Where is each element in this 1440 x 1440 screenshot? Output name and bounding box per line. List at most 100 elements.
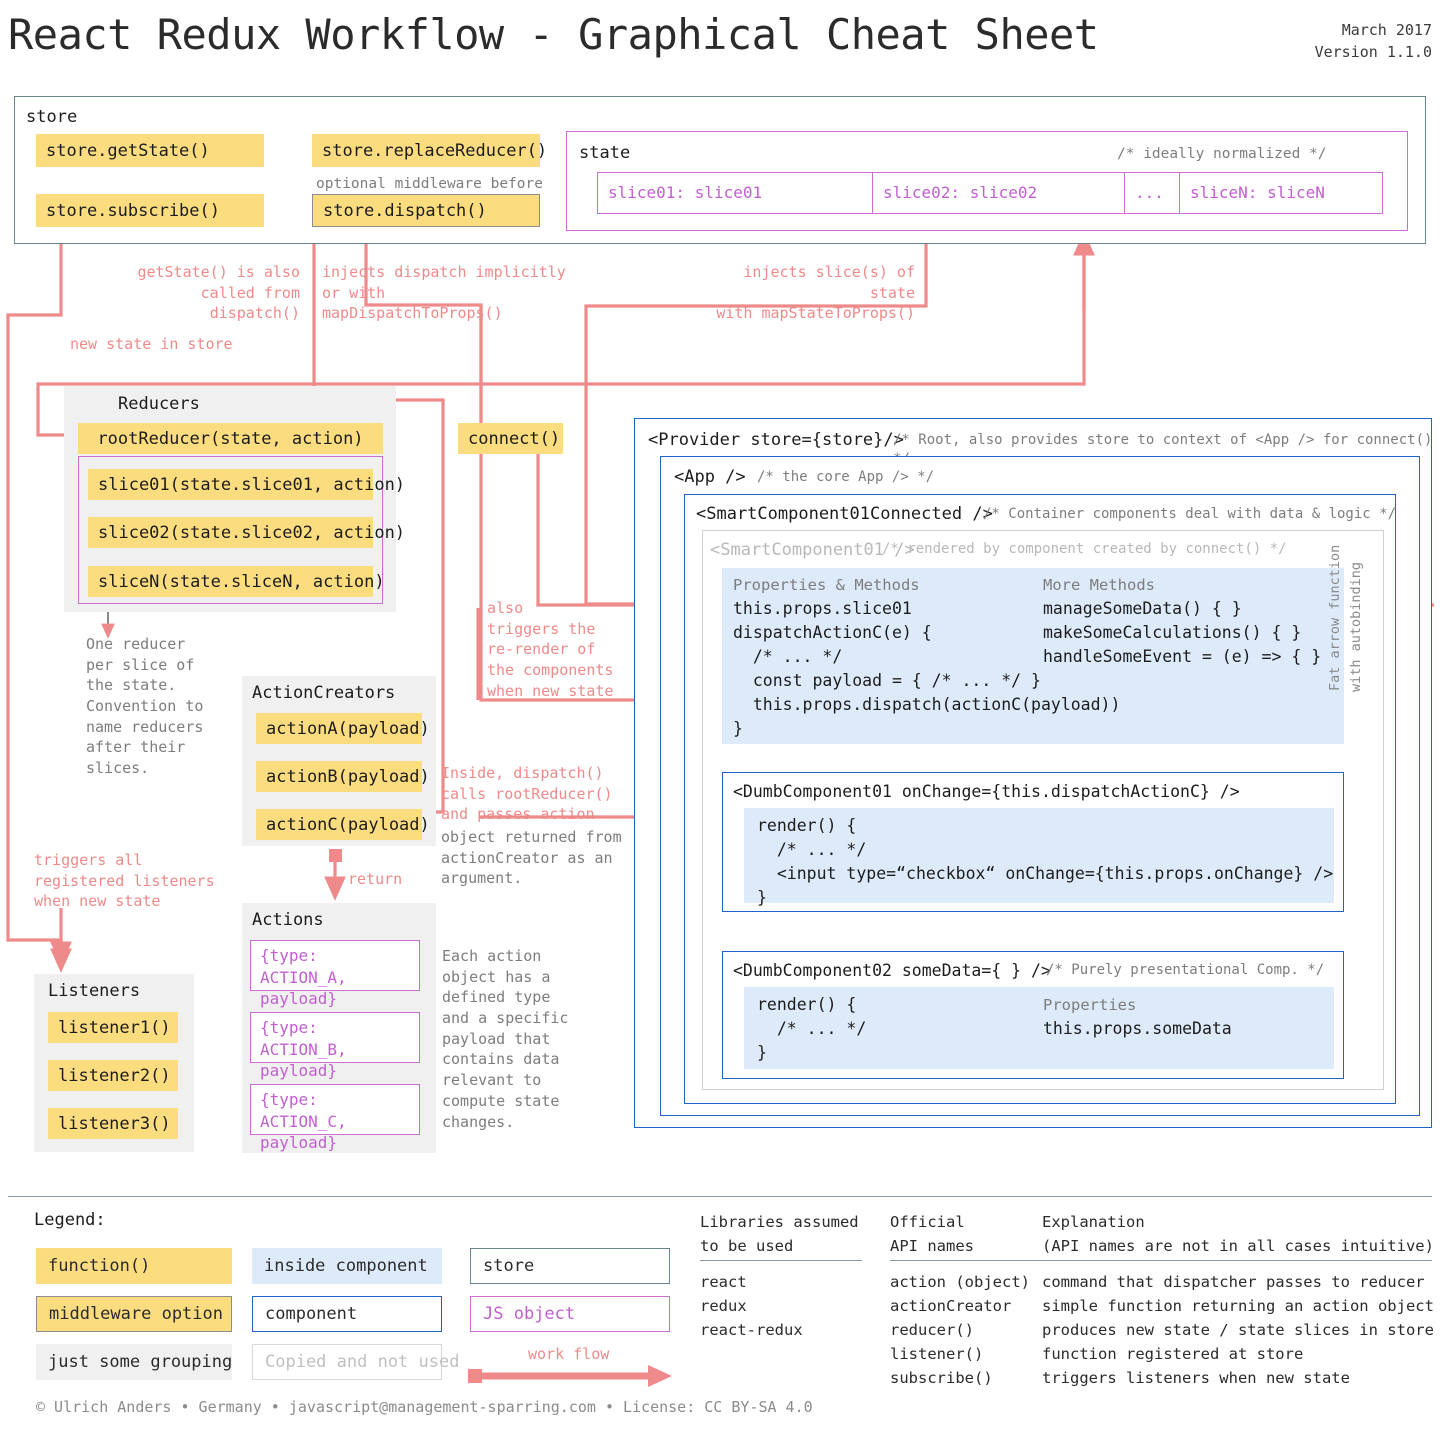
legend-library-2: react-redux <box>700 1321 803 1339</box>
properties-line-2: /* ... */ <box>733 647 843 666</box>
note-new-state-in-store: new state in store <box>70 335 233 353</box>
action-creator-1[interactable]: actionB(payload) <box>256 761 430 792</box>
smart-component-comment: /* rendered by component created by conn… <box>882 541 1287 557</box>
legend-work-flow-arrow <box>468 1365 672 1387</box>
legend-function-box: function() <box>36 1248 232 1284</box>
dumb-02-properties-heading: Properties <box>1043 996 1137 1014</box>
label-return: return <box>348 870 403 888</box>
document-meta: March 2017 Version 1.1.0 <box>1315 20 1432 64</box>
state-slice-0: slice01: slice01 <box>598 173 873 213</box>
provider-tag: <Provider store={store}/> <box>648 430 904 450</box>
slice-reducer-2[interactable]: sliceN(state.sliceN, action) <box>88 566 385 597</box>
legend-inside-component-box: inside component <box>252 1248 442 1284</box>
document-version: Version 1.1.0 <box>1314 42 1432 61</box>
dumb-02-line-1: /* ... */ <box>757 1019 867 1038</box>
state-slice-3: sliceN: sliceN <box>1190 183 1325 203</box>
legend-copied-box: Copied and not used <box>252 1344 459 1380</box>
legend-section: Legend: function() middleware option jus… <box>0 1200 1440 1400</box>
legend-work-flow-label: work flow <box>528 1345 610 1363</box>
state-object: state /* ideally normalized */ slice01: … <box>566 131 1408 231</box>
legend-api-desc-4: triggers listeners when new state <box>1042 1369 1350 1387</box>
slice-reducers-container <box>78 456 383 604</box>
more-methods-line-1: makeSomeCalculations() { } <box>1043 623 1302 642</box>
note-getstate-called: getState() is also called from dispatch(… <box>137 263 300 323</box>
legend-api-rule <box>890 1260 1432 1261</box>
note-inside-dispatch: Inside, dispatch() calls rootReducer() a… <box>441 764 613 824</box>
smart-connected-comment: /* Container components deal with data &… <box>983 506 1397 522</box>
state-slice-1: slice02: slice02 <box>873 173 1125 213</box>
legend-title: Legend: <box>34 1210 106 1230</box>
action-creator-0[interactable]: actionA(payload) <box>256 713 430 744</box>
state-slices-row: slice01: slice01 slice02: slice02 ... sl… <box>597 172 1383 214</box>
legend-middleware-box: middleware option <box>36 1296 232 1332</box>
page-title: React Redux Workflow - Graphical Cheat S… <box>8 10 1099 59</box>
dumb-01-line-2: <input type=“checkbox“ onChange={this.pr… <box>757 864 1334 883</box>
action-object-1: {type: ACTION_B, payload} <box>250 1012 420 1080</box>
smart-connected-tag: <SmartComponent01Connected /> <box>696 504 993 524</box>
note-injects-dispatch: injects dispatch implicitly or with mapD… <box>322 263 566 323</box>
properties-line-0: this.props.slice01 <box>733 599 912 618</box>
legend-api-name-0: action (object) <box>890 1273 1030 1291</box>
slice-reducer-0[interactable]: slice01(state.slice01, action) <box>88 469 405 500</box>
more-methods-line-2: handleSomeEvent = (e) => { } <box>1043 647 1322 666</box>
listener-2[interactable]: listener3() <box>48 1108 178 1139</box>
dumb-01-line-3: } <box>757 888 767 907</box>
smart-component-tag: <SmartComponent01 /> <box>710 540 915 560</box>
state-label: state <box>579 143 631 163</box>
legend-libraries-heading: Libraries assumed to be used <box>700 1213 859 1256</box>
action-creators-label: ActionCreators <box>252 683 396 703</box>
actions-label: Actions <box>252 910 324 930</box>
legend-api-desc-1: simple function returning an action obje… <box>1042 1297 1434 1315</box>
reducers-label: Reducers <box>118 394 200 414</box>
store-replacereducer-box[interactable]: store.replaceReducer() <box>312 134 547 167</box>
store-dispatch-box[interactable]: store.dispatch() <box>312 194 540 227</box>
dumb-component-02-inside <box>744 987 1334 1069</box>
legend-api-name-3: listener() <box>890 1345 984 1363</box>
store-subscribe-box[interactable]: store.subscribe() <box>36 194 264 227</box>
page-header: React Redux Workflow - Graphical Cheat S… <box>0 0 1440 82</box>
properties-heading: Properties & Methods <box>733 576 920 594</box>
listener-1[interactable]: listener2() <box>48 1060 178 1091</box>
slice-reducer-1[interactable]: slice02(state.slice02, action) <box>88 517 405 548</box>
listeners-label: Listeners <box>48 981 141 1001</box>
dumb-01-line-1: /* ... */ <box>757 840 867 859</box>
properties-line-5: } <box>733 719 743 738</box>
legend-explanation-heading: Explanation (API names are not in all ca… <box>1042 1213 1434 1256</box>
legend-component-box: component <box>252 1296 442 1332</box>
app-comment: /* the core App /> */ <box>757 469 935 485</box>
footer-credits: © Ulrich Anders • Germany • javascript@m… <box>36 1398 813 1416</box>
legend-library-1: redux <box>700 1297 747 1315</box>
note-triggers-listeners: triggers all registered listeners when n… <box>34 851 215 911</box>
legend-api-name-2: reducer() <box>890 1321 974 1339</box>
legend-libraries-rule <box>700 1260 862 1261</box>
legend-js-object-box: JS object <box>470 1296 670 1332</box>
dumb-component-02-tag: <DumbComponent02 someData={ } /> <box>733 961 1051 980</box>
connect-box[interactable]: connect() <box>458 423 563 454</box>
store-getstate-box[interactable]: store.getState() <box>36 134 264 167</box>
properties-line-3: const payload = { /* ... */ } <box>733 671 1041 690</box>
fat-arrow-function-label: Fat arrow function <box>1327 544 1343 691</box>
action-creator-2[interactable]: actionC(payload) <box>256 809 430 840</box>
root-reducer-box[interactable]: rootReducer(state, action) <box>78 423 383 454</box>
legend-api-name-1: actionCreator <box>890 1297 1012 1315</box>
legend-divider <box>8 1196 1432 1197</box>
middleware-note: optional middleware before <box>316 176 543 192</box>
properties-line-1: dispatchActionC(e) { <box>733 623 932 642</box>
provider-comment: /* Root, also provides store to context … <box>893 432 1433 467</box>
dumb-02-properties: this.props.someData <box>1043 1019 1232 1038</box>
app-tag: <App /> <box>674 467 746 487</box>
dumb-component-01-inside <box>744 808 1334 903</box>
action-object-2: {type: ACTION_C, payload} <box>250 1084 420 1152</box>
smart-inside-component <box>722 568 1344 744</box>
legend-api-desc-3: function registered at store <box>1042 1345 1304 1363</box>
more-methods-heading: More Methods <box>1043 576 1155 594</box>
action-object-0: {type: ACTION_A, payload} <box>250 940 420 1008</box>
note-injects-slices: injects slice(s) of state with mapStateT… <box>716 263 915 323</box>
dumb-component-02-comment: /* Purely presentational Comp. */ <box>1046 962 1325 978</box>
note-also-triggers: also triggers the re-render of the compo… <box>487 599 614 700</box>
listener-0[interactable]: listener1() <box>48 1012 178 1043</box>
dumb-02-line-2: } <box>757 1043 767 1062</box>
properties-line-4: this.props.dispatch(actionC(payload)) <box>733 695 1121 714</box>
note-inside-dispatch-grey: object returned from actionCreator as an… <box>441 828 622 888</box>
autobinding-label: with autobinding <box>1348 561 1364 692</box>
